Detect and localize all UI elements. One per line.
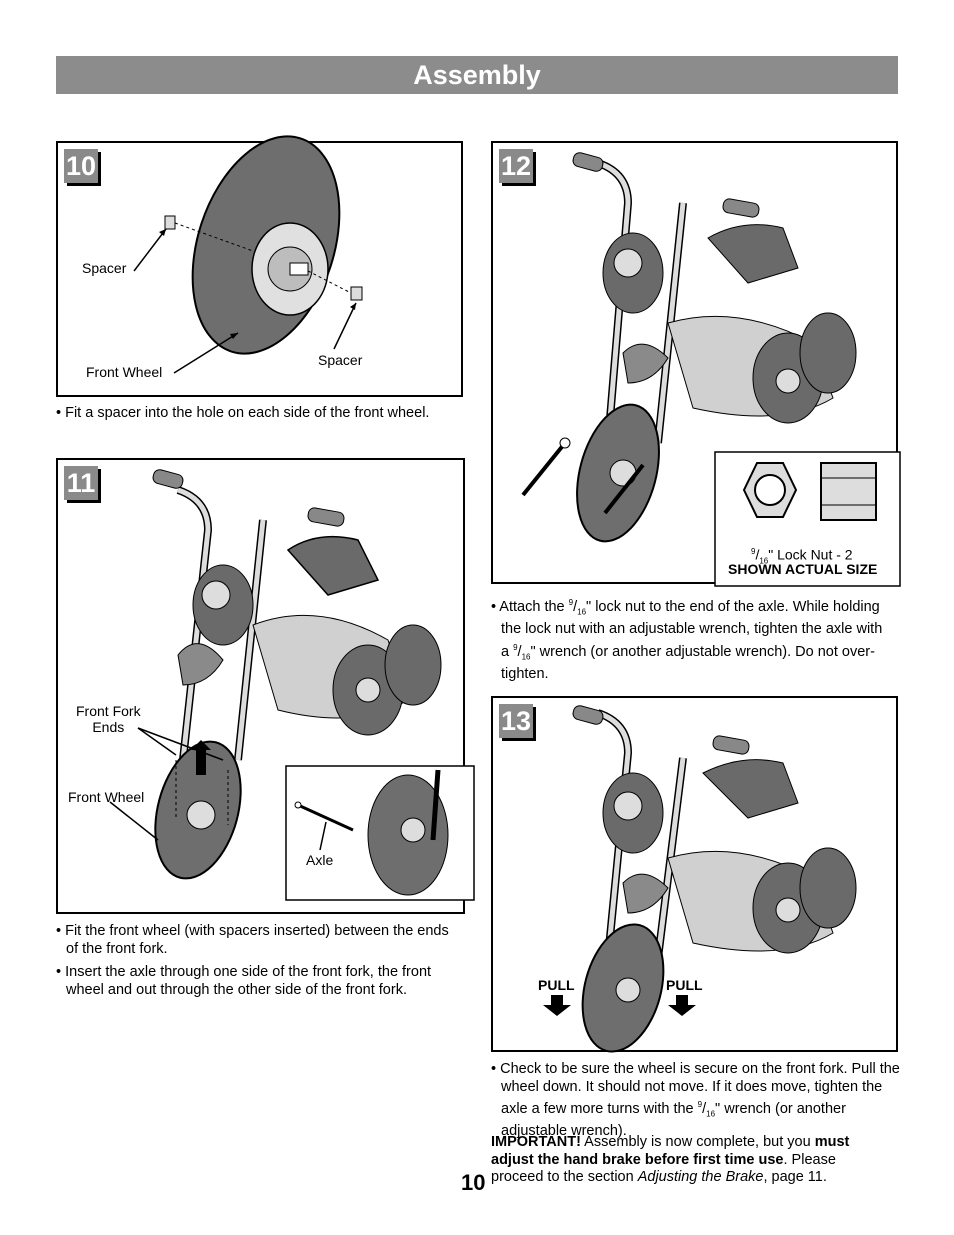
step-number: 10: [64, 149, 98, 183]
important-note: IMPORTANT! Assembly is now complete, but…: [491, 1134, 850, 1185]
step-12-panel: 12 9/16" Lock Nut - 2 SHOWN ACTUAL SIZE: [491, 141, 901, 587]
step-number: 11: [64, 466, 98, 500]
step-11-instructions: • Fit the front wheel (with spacers inse…: [56, 923, 449, 998]
spacer-label: Spacer: [82, 260, 127, 276]
step-10-panel: 10 Spacer Front Wheel Spacer: [56, 135, 463, 397]
wheel-spacer-illustration: [133, 135, 363, 374]
scooter-fork-illustration: [109, 469, 475, 901]
scooter-wrench-illustration: [521, 152, 901, 587]
lock-nut-label: 9/16" Lock Nut - 2: [751, 546, 853, 566]
step-number: 12: [499, 149, 533, 183]
step-13-panel: 13 PULL PULL: [491, 696, 898, 1053]
step-13-instruction: • Check to be sure the wheel is secure o…: [491, 1061, 900, 1140]
page-number: 10: [461, 1170, 486, 1195]
pull-arrow-icon: [668, 995, 696, 1016]
step-10-instruction: • Fit a spacer into the hole on each sid…: [56, 405, 430, 421]
scooter-pull-check-illustration: [543, 705, 857, 1053]
pull-label: PULL: [538, 977, 575, 993]
axle-label: Axle: [306, 852, 334, 868]
spacer-label: Spacer: [318, 352, 363, 368]
front-wheel-label: Front Wheel: [86, 364, 163, 380]
front-fork-ends-label: Front Fork Ends: [76, 703, 141, 735]
front-wheel-label: Front Wheel: [68, 789, 145, 805]
shown-actual-size-label: SHOWN ACTUAL SIZE: [728, 561, 878, 577]
step-12-instruction: • Attach the 9/16" lock nut to the end o…: [491, 598, 883, 682]
step-11-panel: 11 Front Fork Ends Front Wheel: [56, 458, 475, 914]
step-number: 13: [499, 704, 533, 738]
page-title: Assembly: [56, 56, 898, 94]
pull-label: PULL: [666, 977, 703, 993]
pull-arrow-icon: [543, 995, 571, 1016]
